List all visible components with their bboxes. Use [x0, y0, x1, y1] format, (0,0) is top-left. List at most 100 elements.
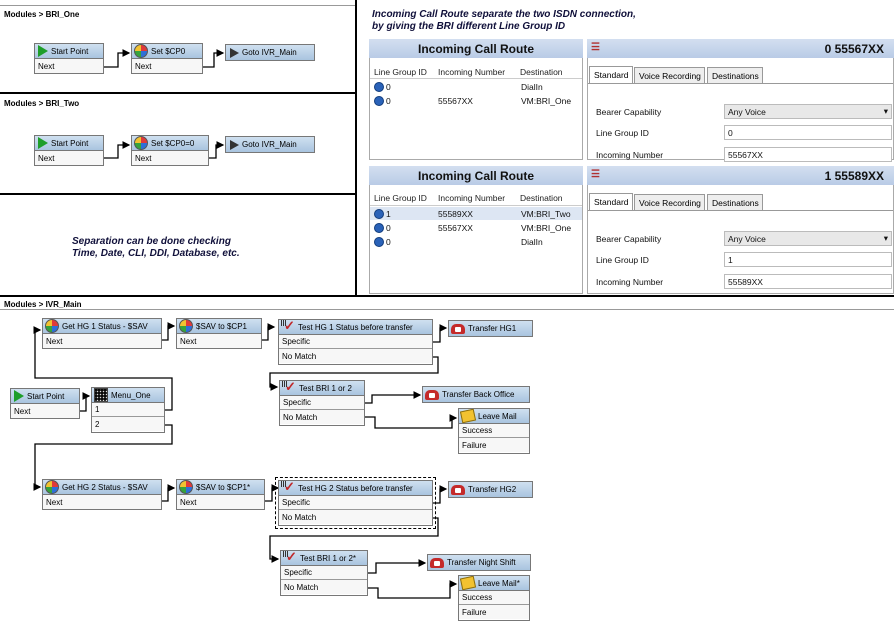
tab-standard[interactable]: Standard [589, 66, 633, 83]
goto-icon [230, 139, 239, 150]
test-bri-star-node[interactable]: Test BRI 1 or 2* Specific No Match [280, 550, 368, 596]
node-output-next[interactable]: Next [43, 495, 161, 509]
goto-ivr-main-node-2[interactable]: Goto IVR_Main [225, 136, 315, 153]
node-output-failure[interactable]: Failure [459, 605, 529, 619]
separation-caption: Separation can be done checking Time, Da… [72, 236, 240, 259]
field-label-bearer: Bearer Capability [596, 234, 662, 244]
module-title-bri-one: Modules > BRI_One [4, 10, 80, 19]
leave-mail-node[interactable]: Leave Mail Success Failure [458, 408, 530, 454]
call-route-icon [374, 223, 384, 233]
col-header-destination[interactable]: Destination [520, 67, 563, 77]
call-route-icon [374, 82, 384, 92]
col-header-incoming-number[interactable]: Incoming Number [438, 67, 506, 77]
test-check-icon [282, 381, 296, 395]
panel-divider-1 [0, 92, 356, 94]
node-output-next[interactable]: Next [132, 59, 202, 73]
node-output-next[interactable]: Next [177, 495, 264, 509]
play-icon [38, 137, 48, 149]
node-output-no-match[interactable]: No Match [279, 349, 432, 363]
col-header-line-group[interactable]: Line Group ID [374, 193, 427, 203]
node-output-specific[interactable]: Specific [279, 335, 432, 349]
node-output-no-match[interactable]: No Match [281, 580, 367, 594]
cell-line-group: 0 [386, 82, 391, 92]
cell-incoming-number: 55589XX [438, 209, 473, 219]
cell-line-group: 0 [386, 237, 391, 247]
get-hg1-status-node[interactable]: Get HG 1 Status - $SAV Next [42, 318, 162, 349]
get-hg2-status-node[interactable]: Get HG 2 Status - $SAV Next [42, 479, 162, 510]
phone-icon [430, 557, 444, 568]
col-header-line-group[interactable]: Line Group ID [374, 67, 427, 77]
ivr-start-point-node[interactable]: Start Point Next [10, 388, 80, 419]
transfer-hg2-node[interactable]: Transfer HG2 [448, 481, 533, 498]
variable-icon [134, 136, 148, 150]
menu-option-2[interactable]: 2 [92, 417, 164, 431]
menu-option-1[interactable]: 1 [92, 403, 164, 417]
keypad-icon [94, 388, 108, 402]
tab-standard[interactable]: Standard [589, 193, 633, 210]
node-output-no-match[interactable]: No Match [279, 510, 432, 524]
sav-to-cp1-node[interactable]: $SAV to $CP1 Next [176, 318, 262, 349]
line-group-id-field[interactable]: 1 [724, 252, 892, 267]
incoming-number-field[interactable]: 55567XX [724, 147, 892, 162]
node-output-no-match[interactable]: No Match [280, 410, 364, 424]
icr-detail-header-1: ☰ 0 55567XX [587, 39, 894, 58]
node-output-failure[interactable]: Failure [459, 438, 529, 452]
field-label-incoming-number: Incoming Number [596, 150, 664, 160]
call-route-icon [374, 237, 384, 247]
test-bri-node[interactable]: Test BRI 1 or 2 Specific No Match [279, 380, 365, 426]
panel-divider-2 [0, 193, 356, 195]
set-cp0-0-node[interactable]: Set $CP0=0 Next [131, 135, 209, 166]
icr-detail-header-2: ☰ 1 55589XX [587, 166, 894, 185]
incoming-number-field[interactable]: 55589XX [724, 274, 892, 289]
leave-mail-star-node[interactable]: Leave Mail* Success Failure [458, 575, 530, 621]
node-output-success[interactable]: Success [459, 591, 529, 605]
menu-one-node[interactable]: Menu_One 1 2 [91, 387, 165, 433]
start-point-node-2[interactable]: Start Point Next [34, 135, 104, 166]
tab-voice-recording[interactable]: Voice Recording [634, 67, 705, 83]
test-hg2-status-node[interactable]: Test HG 2 Status before transfer Specifi… [275, 477, 436, 529]
col-header-incoming-number[interactable]: Incoming Number [438, 193, 506, 203]
transfer-night-shift-node[interactable]: Transfer Night Shift [427, 554, 531, 571]
field-label-line-group: Line Group ID [596, 255, 649, 265]
list-icon: ☰ [591, 169, 600, 180]
field-label-line-group: Line Group ID [596, 128, 649, 138]
goto-ivr-main-node[interactable]: Goto IVR_Main [225, 44, 315, 61]
start-point-node[interactable]: Start Point Next [34, 43, 104, 74]
node-output-specific[interactable]: Specific [280, 396, 364, 410]
node-output-next[interactable]: Next [35, 151, 103, 165]
tab-baseline [588, 210, 893, 211]
icr-list-title-1: Incoming Call Route [369, 39, 583, 58]
line-group-id-field[interactable]: 0 [724, 125, 892, 140]
node-output-success[interactable]: Success [459, 424, 529, 438]
play-icon [38, 45, 48, 57]
cell-line-group: 0 [386, 96, 391, 106]
transfer-back-office-node[interactable]: Transfer Back Office [422, 386, 530, 403]
tab-destinations[interactable]: Destinations [707, 67, 763, 83]
node-output-next[interactable]: Next [43, 334, 161, 348]
node-output-specific[interactable]: Specific [281, 566, 367, 580]
tab-voice-recording[interactable]: Voice Recording [634, 194, 705, 210]
bearer-capability-select[interactable]: Any Voice [724, 104, 892, 119]
test-hg1-status-node[interactable]: Test HG 1 Status before transfer Specifi… [278, 319, 433, 365]
node-output-next[interactable]: Next [177, 334, 261, 348]
table-row-selected[interactable] [370, 207, 582, 220]
sav-to-cp1-star-node[interactable]: $SAV to $CP1* Next [176, 479, 265, 510]
panel-divider-vertical [355, 0, 357, 296]
node-output-next[interactable]: Next [132, 151, 208, 165]
bearer-capability-select[interactable]: Any Voice [724, 231, 892, 246]
set-cp0-node[interactable]: Set $CP0 Next [131, 43, 203, 74]
node-output-specific[interactable]: Specific [279, 496, 432, 510]
node-output-next[interactable]: Next [35, 59, 103, 73]
cell-line-group: 1 [386, 209, 391, 219]
cell-incoming-number: 55567XX [438, 96, 473, 106]
col-header-destination[interactable]: Destination [520, 193, 563, 203]
tab-destinations[interactable]: Destinations [707, 194, 763, 210]
icr-list-panel-1 [369, 39, 583, 160]
header-divider [370, 205, 582, 206]
goto-icon [230, 47, 239, 58]
transfer-hg1-node[interactable]: Transfer HG1 [448, 320, 533, 337]
cell-destination: VM:BRI_Two [521, 209, 571, 219]
node-output-next[interactable]: Next [11, 404, 79, 418]
icr-detail-panel-2 [587, 166, 894, 294]
